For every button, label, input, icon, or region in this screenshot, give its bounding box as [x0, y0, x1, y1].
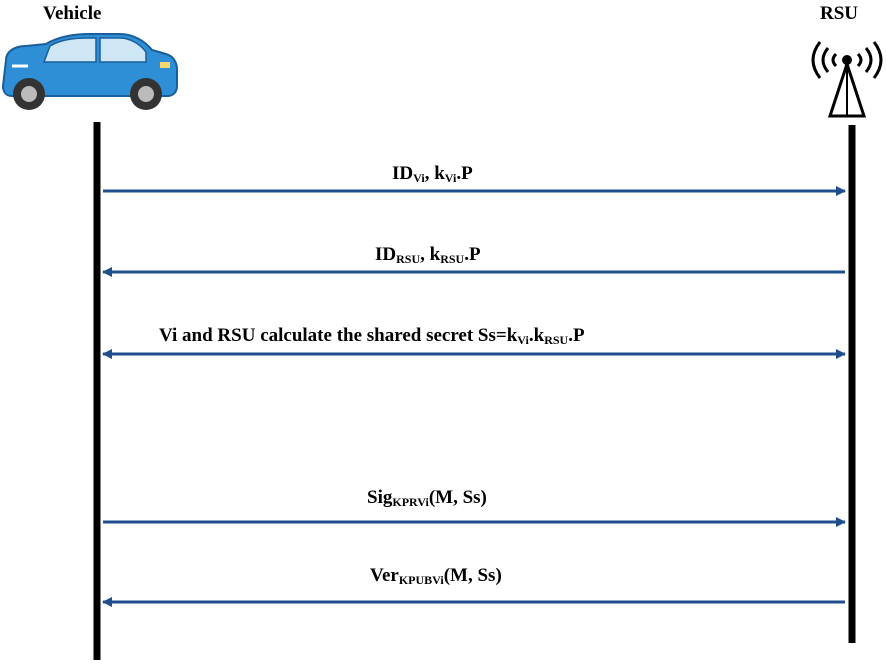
message-subscript: RSU	[396, 252, 421, 266]
message-label: Vi and RSU calculate the shared secret S…	[159, 325, 585, 348]
message-text: ID	[375, 244, 397, 265]
message-text: .P	[568, 325, 585, 346]
antenna-tower-icon	[811, 41, 883, 118]
message-subscript: Vi	[413, 171, 425, 185]
message-subscript: KPRVi	[392, 495, 429, 509]
message-text: .k	[528, 325, 545, 346]
message-label: IDVi, kVi.P	[392, 163, 473, 186]
message-text: Vi and RSU calculate the shared secret S…	[159, 325, 518, 346]
message-text: (M, Ss)	[443, 565, 502, 586]
message-text: .P	[456, 163, 473, 184]
message-text: Ver	[370, 565, 399, 586]
message-label: VerKPUBVi(M, Ss)	[370, 565, 502, 588]
message-subscript: Vi	[444, 171, 457, 185]
message-text: (M, Ss)	[428, 487, 487, 508]
message-subscript: KPUBVi	[398, 573, 444, 587]
message-text: .P	[464, 244, 481, 265]
message-text: Sig	[367, 487, 393, 508]
message-text: , k	[424, 163, 445, 184]
message-subscript: RSU	[440, 252, 465, 266]
message-subscript: RSU	[544, 333, 569, 347]
message-text: , k	[420, 244, 441, 265]
rsu-label: RSU	[820, 3, 859, 24]
message-label: SigKPRVi(M, Ss)	[367, 487, 487, 510]
vehicle-label: Vehicle	[43, 3, 102, 24]
message-label: IDRSU, kRSU.P	[375, 244, 481, 267]
message-text: ID	[392, 163, 414, 184]
car-icon	[1, 33, 178, 110]
message-subscript: Vi	[517, 333, 529, 347]
